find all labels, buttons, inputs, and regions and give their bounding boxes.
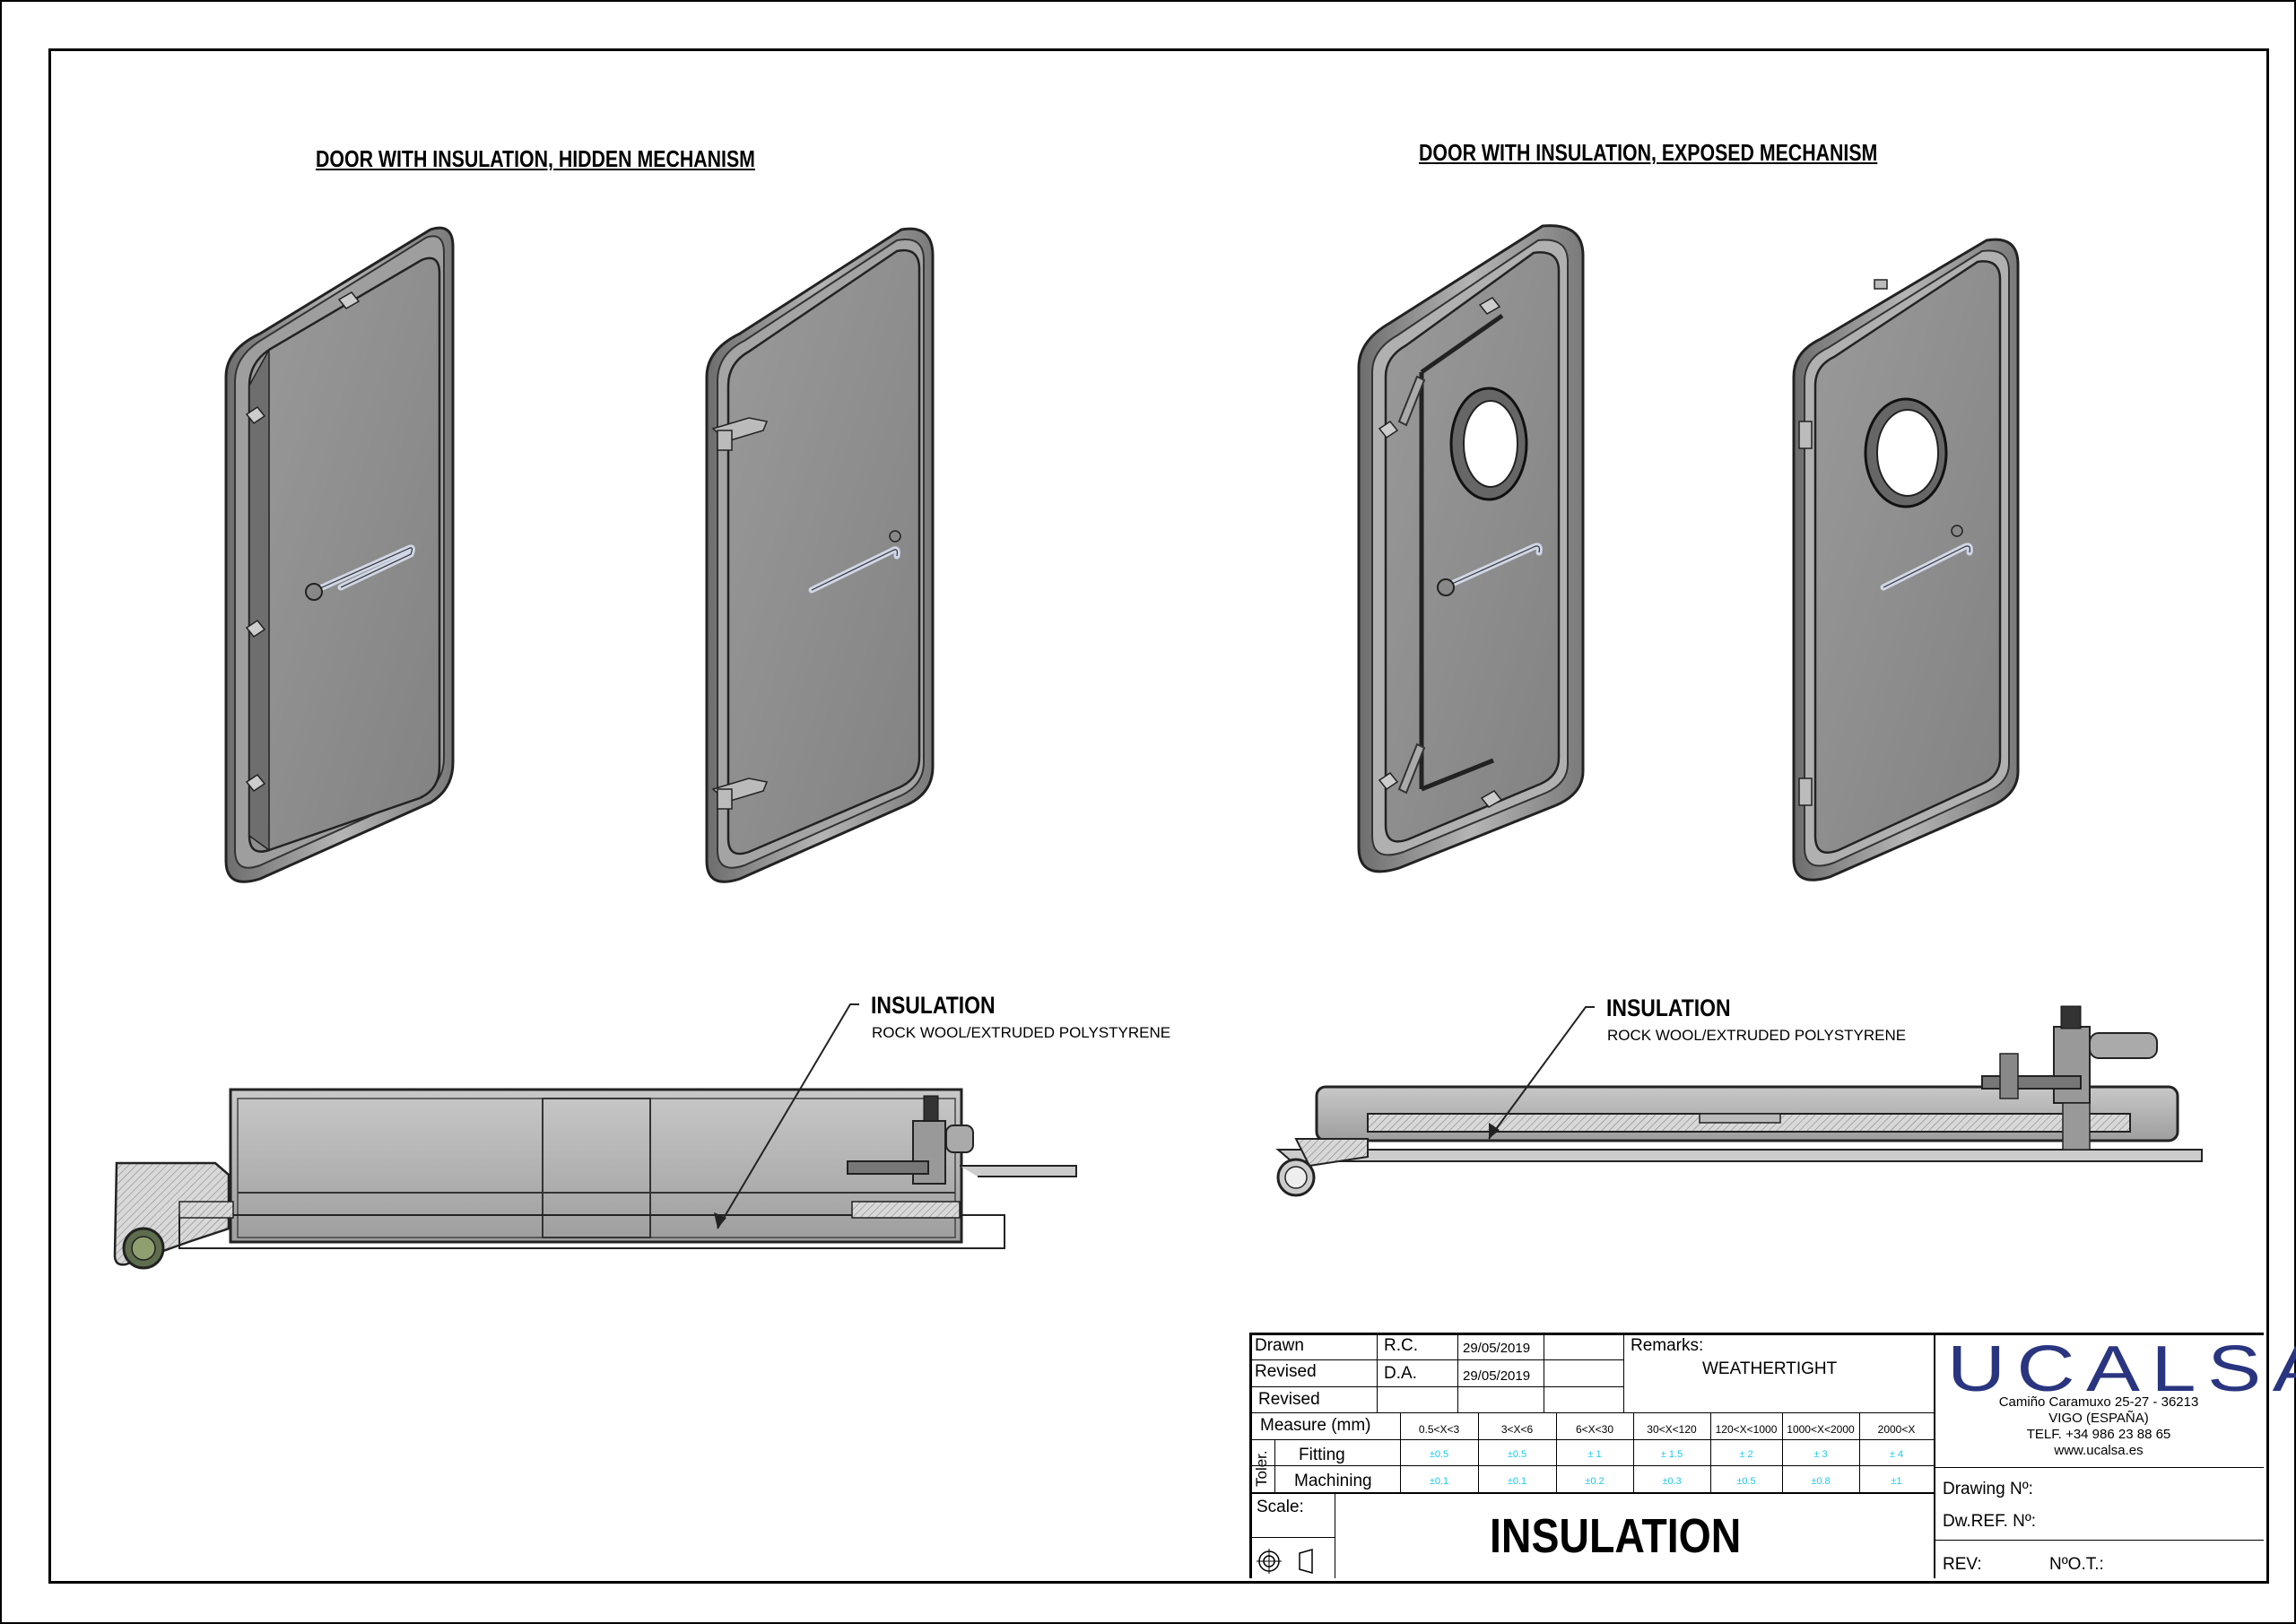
machining-val-6: ±1 xyxy=(1891,1476,1902,1487)
section-hidden-mechanism xyxy=(113,1003,1077,1270)
revised2-label: Revised xyxy=(1258,1390,1320,1409)
company-phone: TELF. +34 986 23 88 65 xyxy=(2026,1427,2171,1442)
range-4: 120<X<1000 xyxy=(1715,1423,1778,1436)
company-address-1: Camiño Caramuxo 25-27 - 36213 xyxy=(1998,1394,2199,1410)
door-exposed-back xyxy=(1792,238,2020,881)
machining-label: Machining xyxy=(1294,1472,1372,1490)
range-3: 30<X<120 xyxy=(1647,1423,1697,1436)
remarks-label: Remarks: xyxy=(1631,1336,1704,1355)
rev-label: REV: xyxy=(1943,1555,1982,1574)
fitting-val-1: ±0.5 xyxy=(1507,1449,1527,1460)
machining-val-4: ±0.5 xyxy=(1736,1476,1756,1487)
section-exposed-mechanism xyxy=(1275,1005,2203,1197)
fitting-label: Fitting xyxy=(1299,1446,1345,1464)
title-block: Drawn R.C. 29/05/2019 Revised D.A. 29/05… xyxy=(1249,1333,2296,1578)
fitting-val-2: ± 1 xyxy=(1587,1449,1602,1460)
drawing-title: INSULATION xyxy=(1490,1509,1742,1563)
drawn-date: 29/05/2019 xyxy=(1463,1341,1531,1356)
machining-val-1: ±0.1 xyxy=(1507,1476,1527,1487)
revised-date: 29/05/2019 xyxy=(1463,1368,1531,1384)
machining-val-5: ±0.8 xyxy=(1811,1476,1831,1487)
company-web: www.ucalsa.es xyxy=(2054,1443,2144,1458)
revised-by: D.A. xyxy=(1384,1364,1417,1383)
fitting-val-5: ± 3 xyxy=(1813,1449,1828,1460)
callout-title-left: INSULATION xyxy=(871,992,996,1019)
door-exposed-front xyxy=(1357,224,1585,873)
view-title-exposed-mechanism: DOOR WITH INSULATION, EXPOSED MECHANISM xyxy=(1419,139,1878,166)
machining-val-0: ±0.1 xyxy=(1429,1476,1449,1487)
door-hidden-front xyxy=(224,226,455,883)
callout-title-right: INSULATION xyxy=(1606,994,1731,1021)
machining-val-3: ±0.3 xyxy=(1662,1476,1682,1487)
door-hidden-back xyxy=(705,227,935,883)
range-2: 6<X<30 xyxy=(1575,1423,1614,1436)
revised-label: Revised xyxy=(1255,1362,1317,1381)
callout-subtitle-right: ROCK WOOL/EXTRUDED POLYSTYRENE xyxy=(1607,1027,1907,1044)
fitting-val-6: ± 4 xyxy=(1889,1449,1904,1460)
drawing-number-label: Drawing Nº: xyxy=(1943,1480,2033,1498)
range-0: 0.5<X<3 xyxy=(1418,1423,1460,1436)
measure-label: Measure (mm) xyxy=(1260,1416,1371,1435)
fitting-val-0: ±0.5 xyxy=(1429,1449,1449,1460)
callout-subtitle-left: ROCK WOOL/EXTRUDED POLYSTYRENE xyxy=(872,1024,1171,1041)
toler-label: Toler. xyxy=(1253,1450,1270,1487)
drawing-frame xyxy=(48,48,2269,1584)
ucalsa-logo: UCALSA xyxy=(1947,1333,2296,1405)
scale-label: Scale: xyxy=(1257,1498,1304,1516)
range-6: 2000<X xyxy=(1877,1423,1916,1436)
range-5: 1000<X<2000 xyxy=(1787,1423,1855,1436)
dwref-label: Dw.REF. Nº: xyxy=(1943,1512,2037,1531)
projection-symbol-icon xyxy=(1257,1549,1313,1574)
company-address-2: VIGO (ESPAÑA) xyxy=(2048,1411,2149,1426)
drawn-label: Drawn xyxy=(1255,1336,1304,1355)
view-title-hidden-mechanism: DOOR WITH INSULATION, HIDDEN MECHANISM xyxy=(316,145,755,172)
ot-label: NºO.T.: xyxy=(2049,1555,2104,1574)
fitting-val-3: ± 1.5 xyxy=(1660,1449,1683,1460)
machining-val-2: ±0.2 xyxy=(1585,1476,1605,1487)
drawn-by: R.C. xyxy=(1384,1336,1418,1355)
range-1: 3<X<6 xyxy=(1500,1423,1534,1436)
remarks-value: WEATHERTIGHT xyxy=(1702,1359,1838,1378)
fitting-val-4: ± 2 xyxy=(1739,1449,1753,1460)
